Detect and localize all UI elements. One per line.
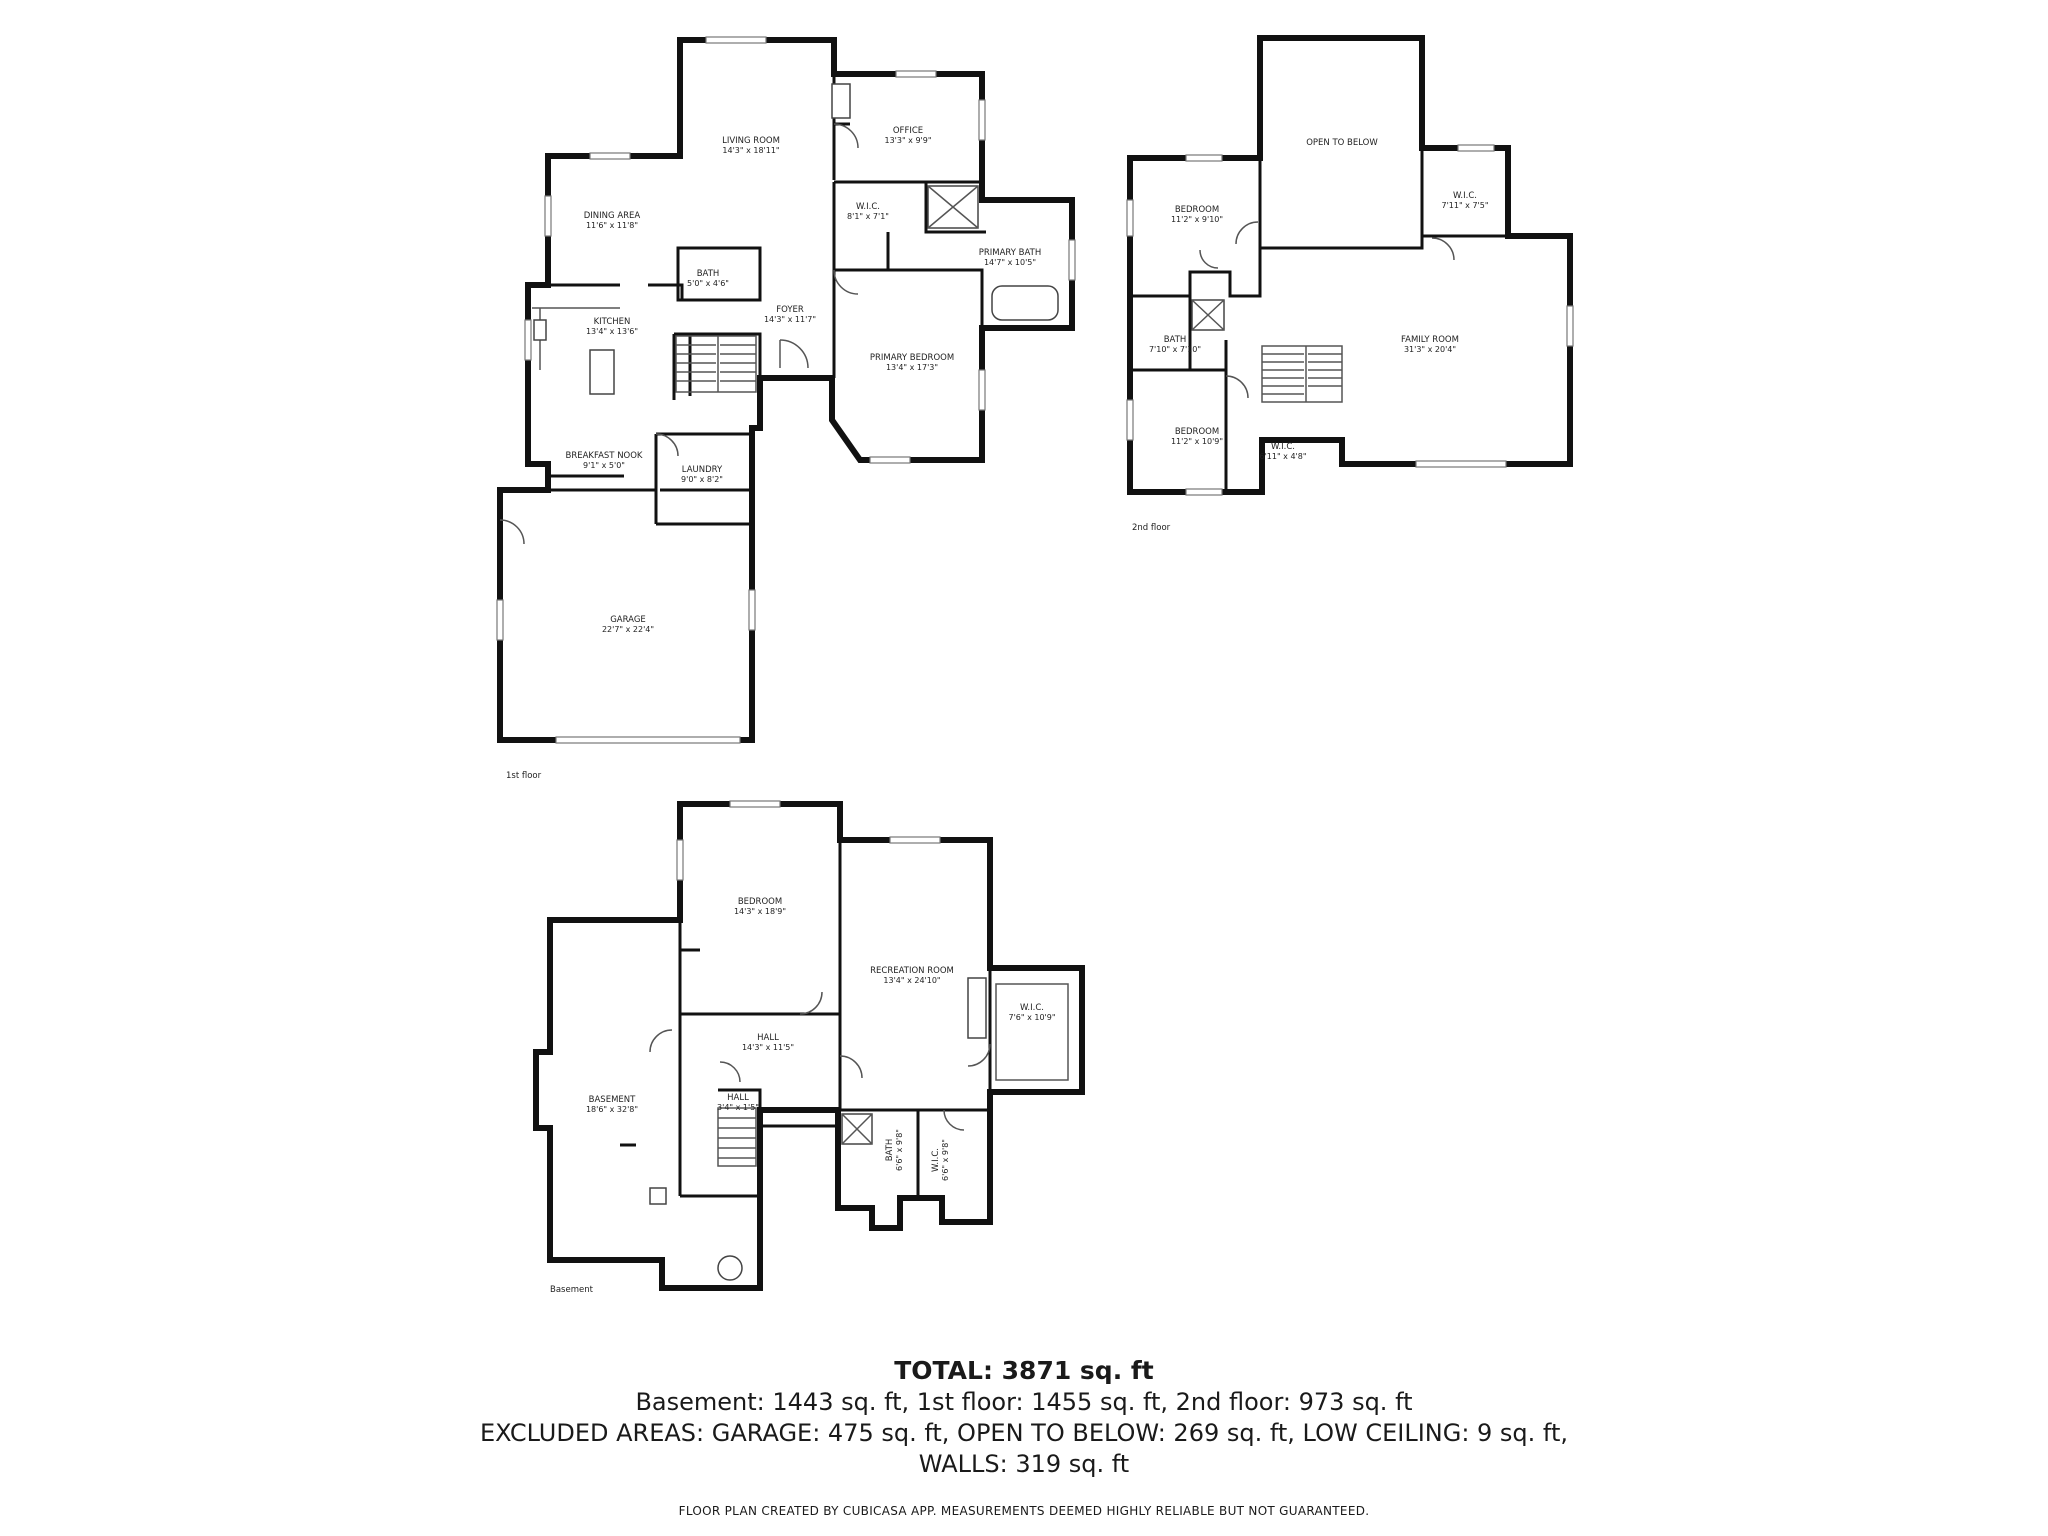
dining-area-dim: 11'6" x 11'8" <box>586 221 638 230</box>
basement-bedroom-name: BEDROOM <box>738 897 782 907</box>
first-floor-label: 1st floor <box>506 771 542 781</box>
basement-bedroom-dim: 14'3" x 18'9" <box>734 907 786 916</box>
walls-area: WALLS: 319 sq. ft <box>918 1450 1130 1478</box>
wic-name: W.I.C. <box>856 202 880 212</box>
wic-a-dim: 7'11" x 7'5" <box>1441 201 1488 210</box>
garage-dim: 22'7" x 22'4" <box>602 625 654 634</box>
breakfast-nook-name: BREAKFAST NOOK <box>565 451 642 461</box>
bath-name: BATH <box>697 269 720 279</box>
basement-room-name: BASEMENT <box>589 1095 636 1105</box>
area-summary: TOTAL: 3871 sq. ft Basement: 1443 sq. ft… <box>0 1355 2048 1480</box>
bedroom-a-dim: 11'2" x 9'10" <box>1171 215 1223 224</box>
bedroom-b-dim: 11'2" x 10'9" <box>1171 437 1223 446</box>
laundry-dim: 9'0" x 8'2" <box>681 475 723 484</box>
primary-bath-name: PRIMARY BATH <box>979 248 1042 258</box>
basement-floor-label: Basement <box>550 1285 594 1295</box>
second-floor-label: 2nd floor <box>1132 523 1171 533</box>
floor-areas: Basement: 1443 sq. ft, 1st floor: 1455 s… <box>635 1388 1413 1416</box>
wic-b-dim: 6'11" x 4'8" <box>1259 452 1306 461</box>
primary-bath-dim: 14'7" x 10'5" <box>984 258 1036 267</box>
basement-wic-dim: 7'6" x 10'9" <box>1008 1013 1055 1022</box>
second-floor-plan: OPEN TO BELOW BEDROOM 11'2" x 9'10" W.I.… <box>1126 35 1574 533</box>
family-room-dim: 31'3" x 20'4" <box>1404 345 1456 354</box>
office-name: OFFICE <box>893 126 923 136</box>
living-room-dim: 14'3" x 18'11" <box>722 146 779 155</box>
total-area: TOTAL: 3871 sq. ft <box>894 1356 1154 1385</box>
hall-small-name: HALL <box>727 1093 749 1103</box>
hall-name: HALL <box>757 1033 779 1043</box>
kitchen-name: KITCHEN <box>594 317 631 327</box>
basement-bath-dim: 6'6" x 9'8" <box>895 1129 904 1171</box>
bath-2nd-name: BATH <box>1164 335 1187 345</box>
bedroom-a-name: BEDROOM <box>1175 205 1219 215</box>
hall-small-dim: 3'4" x 1'5" <box>717 1103 759 1112</box>
office-dim: 13'3" x 9'9" <box>884 136 931 145</box>
disclaimer: FLOOR PLAN CREATED BY CUBICASA APP. MEAS… <box>678 1504 1370 1518</box>
recreation-room-name: RECREATION ROOM <box>870 966 954 976</box>
family-room-name: FAMILY ROOM <box>1401 335 1459 345</box>
dining-area-name: DINING AREA <box>584 211 641 221</box>
basement-wic-name: W.I.C. <box>1020 1003 1044 1013</box>
basement-wic2-dim: 6'6" x 9'8" <box>941 1139 950 1181</box>
basement-wic2-name: W.I.C. <box>931 1148 941 1172</box>
primary-bedroom-dim: 13'4" x 17'3" <box>886 363 938 372</box>
wic-b-name: W.I.C. <box>1271 442 1295 452</box>
open-to-below-name: OPEN TO BELOW <box>1306 138 1378 148</box>
foyer-dim: 14'3" x 11'7" <box>764 315 816 324</box>
primary-bedroom-name: PRIMARY BEDROOM <box>870 353 954 363</box>
bath-2nd-dim: 7'10" x 7'10" <box>1149 345 1201 354</box>
recreation-room-dim: 13'4" x 24'10" <box>883 976 940 985</box>
foyer-name: FOYER <box>776 305 804 315</box>
bath-dim: 5'0" x 4'6" <box>687 279 729 288</box>
wic-a-name: W.I.C. <box>1453 191 1477 201</box>
hall-dim: 14'3" x 11'5" <box>742 1043 794 1052</box>
basement-plan: BEDROOM 14'3" x 18'9" RECREATION ROOM 13… <box>533 800 1085 1295</box>
kitchen-dim: 13'4" x 13'6" <box>586 327 638 336</box>
garage-name: GARAGE <box>610 615 646 625</box>
breakfast-nook-dim: 9'1" x 5'0" <box>583 461 625 470</box>
wic-dim: 8'1" x 7'1" <box>847 212 889 221</box>
living-room-name: LIVING ROOM <box>722 136 780 146</box>
basement-room-dim: 18'6" x 32'8" <box>586 1105 638 1114</box>
first-floor-plan: LIVING ROOM 14'3" x 18'11" OFFICE 13'3" … <box>496 36 1076 781</box>
bedroom-b-name: BEDROOM <box>1175 427 1219 437</box>
excluded-areas: EXCLUDED AREAS: GARAGE: 475 sq. ft, OPEN… <box>480 1419 1568 1447</box>
basement-bath-name: BATH <box>885 1139 895 1162</box>
laundry-name: LAUNDRY <box>682 465 723 475</box>
